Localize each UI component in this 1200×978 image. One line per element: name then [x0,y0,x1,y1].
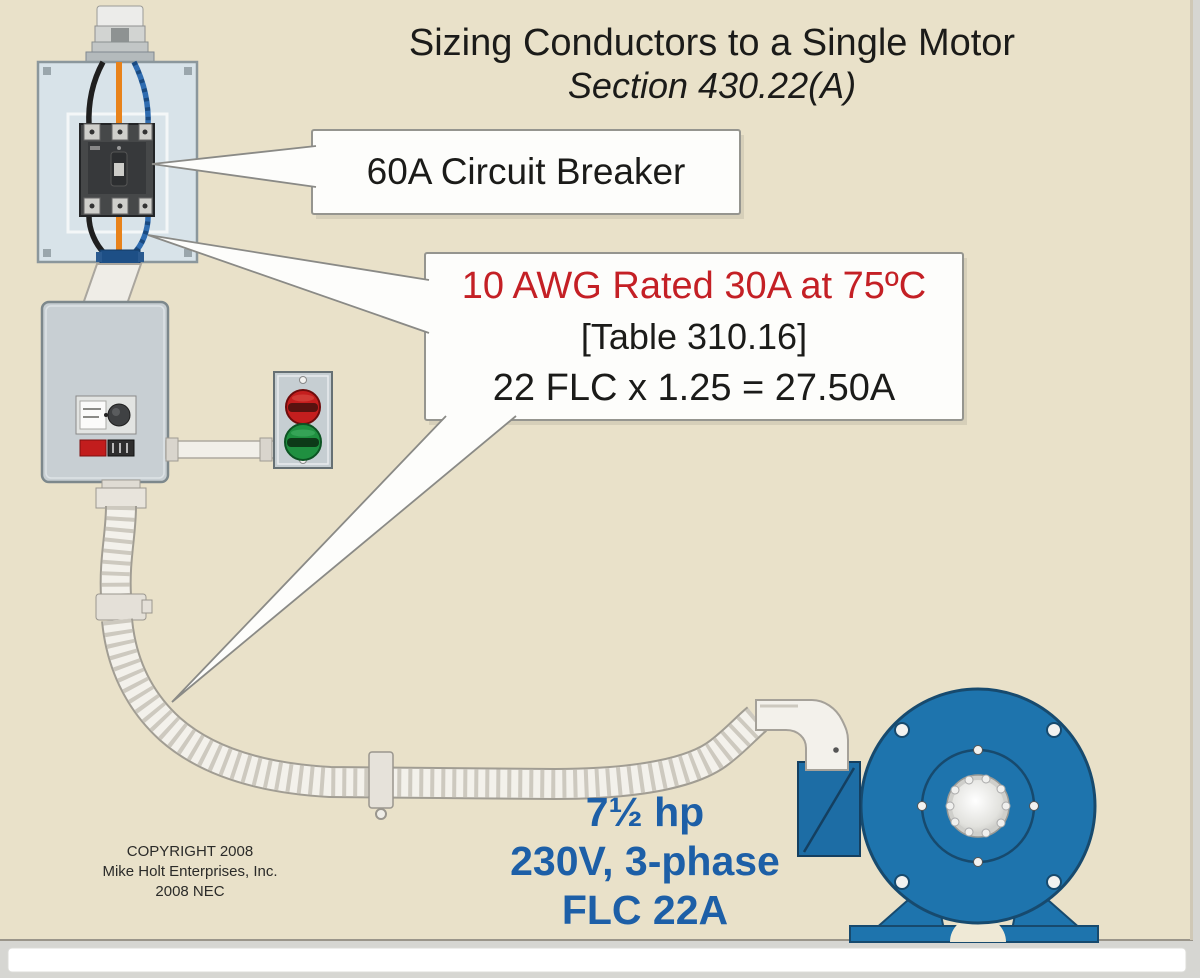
leader-wedge-conductor-top [147,234,430,334]
callout-conductor-label: 10 AWG Rated 30A at 75ºC [Table 310.16] … [425,253,963,420]
diagram-subtitle: Section 430.22(A) [567,65,857,106]
copyright-notice: COPYRIGHT 2008 Mike Holt Enterprises, In… [75,842,305,902]
stop-button [285,389,321,425]
bottom-white-bar [7,947,1187,973]
disconnect-enclosure [40,300,170,484]
circuit-breaker [79,123,155,217]
callout-breaker-label: 60A Circuit Breaker [312,130,740,214]
leader-wedge-conductor-bottom [171,415,517,703]
motor-nameplate-label: 7½ hp 230V, 3-phase FLC 22A [415,788,875,935]
motor-junction-box [797,761,861,857]
flexible-metal-conduit [95,479,768,820]
motor-shaft [945,774,1011,838]
start-button [284,423,322,461]
conduit-nipple [165,437,277,462]
leader-wedge-breaker [151,145,317,188]
station-screw-top [299,376,307,384]
panel-bottom-connector [96,249,144,265]
motor-flc-text: FLC 22A [561,887,729,933]
breaker-label-text: 60A Circuit Breaker [366,151,686,192]
copyright-line1: COPYRIGHT 2008 [126,843,254,860]
conductor-calc-text: 22 FLC x 1.25 = 27.50A [492,366,896,409]
conductor-table-ref-text: [Table 310.16] [580,315,808,357]
diagram-title: Sizing Conductors to a Single Motor [408,22,1016,64]
electric-motor [849,687,1099,943]
motor-hp-text: 7½ hp [585,789,705,835]
start-stop-button-station [273,371,333,469]
copyright-line2: Mike Holt Enterprises, Inc. [102,863,278,880]
callout-box-conductor [424,252,967,425]
conduit-elbow-motor [755,699,849,771]
feeder-wires-top [86,60,151,127]
motor-voltage-text: 230V, 3-phase [510,838,780,884]
copyright-line3: 2008 NEC [155,883,225,900]
conduit-strap [368,751,394,820]
conductor-rating-text: 10 AWG Rated 30A at 75ºC [461,264,927,307]
